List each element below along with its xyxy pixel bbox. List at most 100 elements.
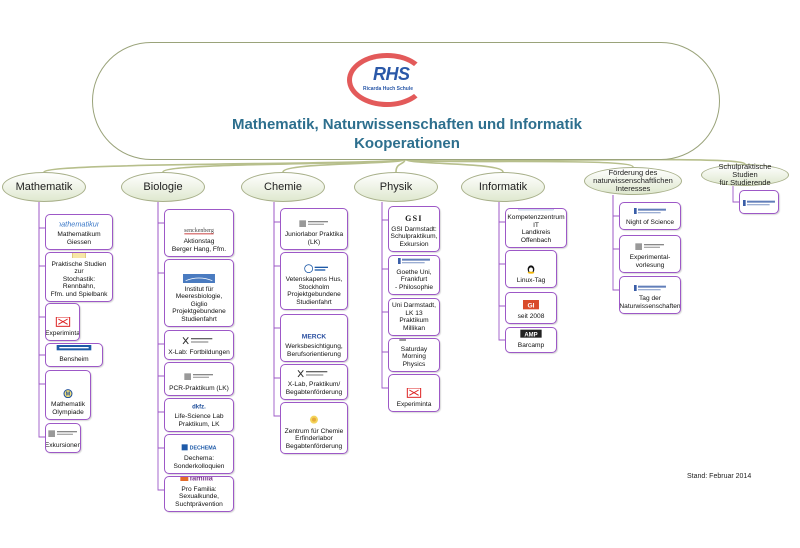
leaf-label: Tag der Naturwissenschaften: [619, 295, 681, 310]
dkfz-logo-icon: dkfz.: [179, 399, 219, 411]
stockholm-university-logo-icon: [294, 260, 334, 274]
leaf-node: X-Lab, Praktikum/ Begabtenförderung: [280, 364, 348, 400]
svg-text:M: M: [66, 392, 71, 398]
leaf-node: Night of Science: [619, 202, 681, 230]
leaf-connector: [38, 202, 45, 438]
experiminta-logo-icon: [394, 385, 434, 399]
category-label: Biologie: [143, 180, 183, 193]
leaf-label: Saturday Morning Physics: [400, 345, 428, 368]
logo-text: RHS: [373, 64, 410, 84]
leaf-label: Barcamp: [517, 341, 545, 349]
leaf-connector: [612, 195, 619, 291]
leaf-node: Juniorlabor Praktika (LK): [280, 208, 348, 250]
goethe-university-logo-icon: [740, 194, 778, 208]
leaf-label: Experimental- vorlesung: [629, 254, 671, 269]
stand-date: Stand: Februar 2014: [687, 473, 752, 480]
xlab-logo-icon: [179, 333, 219, 347]
leaf-connector: [157, 202, 164, 491]
leaf-label: Mathematik Olympiade: [50, 401, 86, 416]
tu-darmstadt-logo-icon: [630, 238, 670, 252]
ifm-logo-icon: [179, 270, 219, 284]
pro-familia-logo-icon: familia: [179, 476, 219, 484]
leaf-node: mathematikumMathematikum Giessen: [45, 214, 113, 250]
svg-text:DECHEMA: DECHEMA: [190, 446, 217, 452]
svg-text:mathematikum: mathematikum: [59, 219, 99, 228]
category-label: Förderung des naturwissenschaftlichen In…: [593, 168, 673, 193]
goethe-university-logo-icon: [630, 279, 670, 293]
leaf-label: Goethe Uni, Frankfurt - Philosophie: [394, 268, 434, 291]
book-cover-icon: [59, 253, 99, 259]
amp-logo-icon: AMP: [511, 328, 551, 340]
category-node: Schulpraktische Studien für Studierende: [701, 163, 789, 187]
svg-text:AMP: AMP: [524, 333, 537, 339]
kompetenzzentrum-logo-icon: [516, 209, 556, 212]
goethe-university-logo-icon: [394, 256, 434, 267]
leaf-label: Life-Science Lab Praktikum, LK: [174, 413, 224, 428]
leaf-label: Zentrum für Chemie Erfinderlabor Begabte…: [284, 427, 344, 450]
svg-text:GI: GI: [527, 303, 534, 310]
leaf-node: Experiminta: [45, 303, 80, 341]
category-label: Physik: [379, 180, 413, 193]
leaf-node: Tag der Naturwissenschaften: [619, 276, 681, 314]
leaf-label: Praktische Studien zur Stochastik: Rennb…: [50, 260, 108, 298]
leaf-label: Dechema: Sonderkolloquien: [173, 455, 225, 470]
leaf-label: Night of Science: [625, 218, 674, 226]
leaf-node: dkfz. Life-Science Lab Praktikum, LK: [164, 398, 234, 432]
leaf-node: Kompetenzzentrum IT Landkreis Offenbach: [505, 208, 567, 248]
leaf-node: Bensheim: [45, 343, 103, 367]
leaf-node: Uni Darmstadt, LK 13 Praktikum Millikan: [388, 298, 440, 336]
merck-logo-icon: MERCK: [294, 327, 334, 341]
category-node: Förderung des naturwissenschaftlichen In…: [584, 167, 682, 195]
leaf-node: X-Lab: Fortbildungen: [164, 330, 234, 360]
leaf-label: Institut für Meeresbiologie, Giglio Proj…: [172, 285, 226, 323]
tu-darmstadt-logo-icon: [179, 369, 219, 383]
category-node: Mathematik: [2, 172, 86, 202]
gi-logo-icon: GI: [511, 297, 551, 311]
leaf-node: MERCK Werksbesichtigung, Berufsorientieru…: [280, 314, 348, 362]
leaf-connector: [498, 202, 505, 341]
svg-text:familia: familia: [190, 476, 214, 483]
leaf-label: seit 2008: [517, 312, 545, 320]
leaf-label: Juniorlabor Praktika (LK): [284, 231, 344, 246]
leaf-node: Institut für Meeresbiologie, Giglio Proj…: [164, 259, 234, 327]
category-node: Informatik: [461, 172, 545, 202]
leaf-node: [739, 190, 779, 214]
leaf-node: Goethe Uni, Frankfurt - Philosophie: [388, 255, 440, 295]
linux-penguin-icon: [511, 261, 551, 275]
tu-darmstadt-logo-icon: [394, 339, 434, 344]
mathematikum-logo-icon: mathematikum: [55, 215, 103, 229]
leaf-node: GI seit 2008: [505, 292, 557, 324]
category-node: Biologie: [121, 172, 205, 202]
leaf-label: Bensheim: [59, 355, 89, 363]
leaf-node: M Mathematik Olympiade: [45, 370, 91, 420]
leaf-label: Werksbesichtigung, Berufsorientierung: [285, 343, 343, 358]
leaf-label: X-Lab, Praktikum/ Begabtenförderung: [285, 381, 343, 396]
goethe-university-logo-icon: [630, 203, 670, 217]
leaf-label: Exkursionen: [45, 441, 81, 449]
leaf-node: Exkursionen: [45, 423, 81, 453]
leaf-node: PCR-Praktikum (LK): [164, 362, 234, 396]
leaf-node: Linux-Tag: [505, 250, 557, 288]
leaf-label: Mathematikum Giessen: [57, 231, 101, 246]
leaf-node: AMP Barcamp: [505, 327, 557, 353]
category-node: Chemie: [241, 172, 325, 202]
svg-text:MERCK: MERCK: [302, 333, 327, 340]
rhs-logo: RHS Ricarda Huch Schule: [347, 53, 427, 107]
leaf-label: Uni Darmstadt, LK 13 Praktikum Millikan: [392, 302, 436, 332]
leaf-connector: [381, 202, 388, 389]
root-title: Mathematik, Naturwissenschaften und Info…: [231, 116, 583, 133]
olympiad-logo-icon: M: [48, 385, 88, 399]
leaf-node: Vetenskapens Hus, Stockholm Projektgebun…: [280, 252, 348, 310]
experiminta-logo-icon: [46, 314, 79, 328]
leaf-label: Pro Familia: Sexualkunde, Suchtpräventio…: [175, 485, 223, 508]
gsi-logo-icon: GSI: [394, 210, 434, 224]
leaf-node: Zentrum für Chemie Erfinderlabor Begabte…: [280, 402, 348, 454]
category-label: Mathematik: [15, 180, 73, 193]
leaf-label: Aktionstag Berger Hang, Ffm.: [171, 238, 227, 253]
category-node: Physik: [354, 172, 438, 202]
leaf-label: Experiminta: [396, 400, 432, 408]
leaf-label: GSI Darmstadt: Schulpraktikum, Exkursion: [390, 225, 438, 248]
